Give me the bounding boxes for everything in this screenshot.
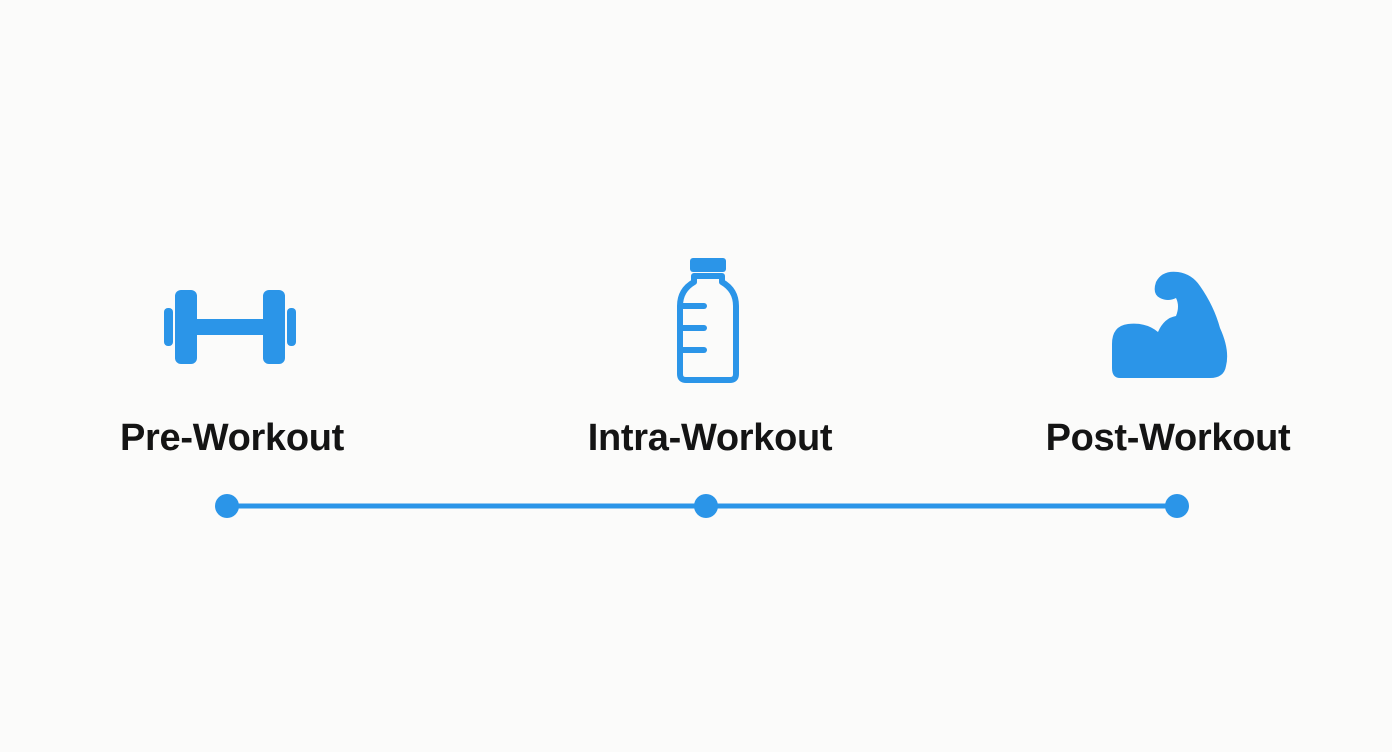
timeline-node-pre-workout bbox=[215, 494, 239, 518]
stage-label-pre-workout: Pre-Workout bbox=[119, 417, 345, 459]
timeline-node-intra-workout bbox=[694, 494, 718, 518]
stage-label-intra-workout: Intra-Workout bbox=[587, 417, 833, 459]
timeline-node-post-workout bbox=[1165, 494, 1189, 518]
dumbbell-icon bbox=[164, 290, 296, 364]
water-bottle-icon bbox=[677, 258, 739, 383]
stage-label-post-workout: Post-Workout bbox=[1045, 417, 1291, 459]
flexed-bicep-icon bbox=[1112, 271, 1228, 378]
